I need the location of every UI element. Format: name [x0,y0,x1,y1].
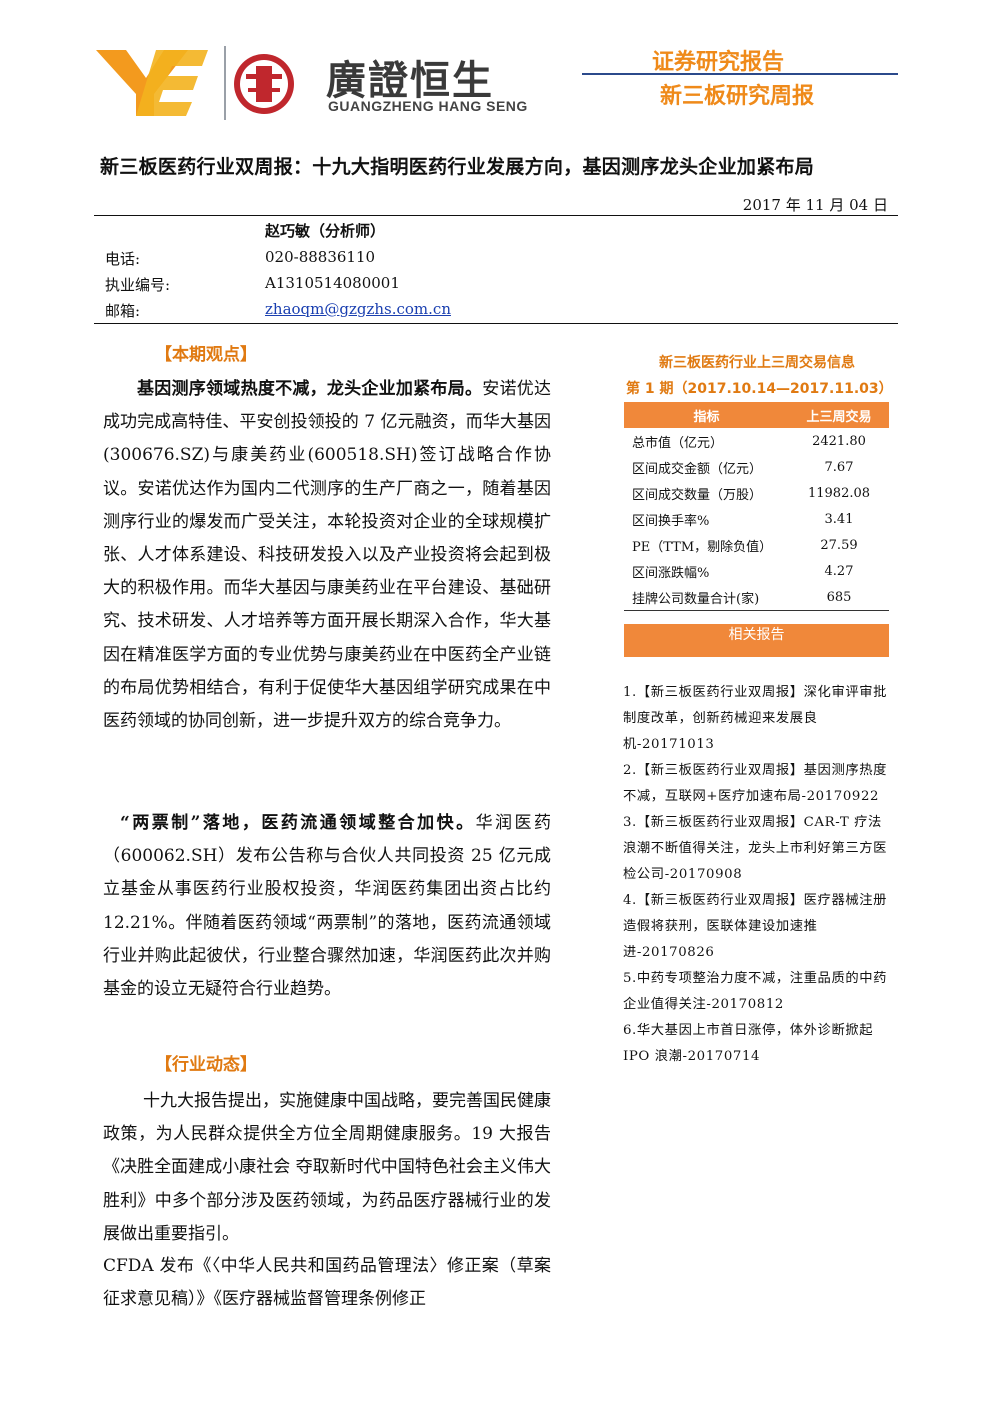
company-logo [96,46,294,120]
table-row: 区间成交数量（万股） 11982.08 [624,480,889,506]
email-link[interactable]: zhaoqm@gzgzhs.com.cn [265,300,451,318]
value-cell: 11982.08 [807,485,871,501]
table-row: 区间成交金额（亿元） 7.67 [624,454,889,480]
metric-cell: 总市值（亿元） [632,435,724,451]
license-label: 执业编号: [105,276,171,294]
views-paragraph-1: 基因测序领域热度不减，龙头企业加紧布局。安诺优达成功完成高特佳、平安创投领投的 … [103,373,551,738]
industry-heading: 【行业动态】 [155,1055,257,1075]
views-heading: 【本期观点】 [155,345,257,365]
related-report-item[interactable]: 5.中药专项整治力度不减，注重品质的中药企业值得关注-20170812 [623,971,888,1012]
related-report-item[interactable]: 2.【新三板医药行业双周报】基因测序热度不减，互联网+医疗加速布局-201709… [623,763,888,804]
phone-label: 电话: [105,250,141,268]
col-metric: 指标 [624,402,789,428]
table-row: 挂牌公司数量合计(家)685 [624,584,889,611]
trading-info-table: 指标 上三周交易 总市值（亿元） 2421.80 区间成交金额（亿元） 7.67 区… [624,402,889,611]
logo-text-en: GUANGZHENG HANG SENG [328,98,528,114]
value-cell: 7.67 [824,459,854,475]
analyst-name: 赵巧敏（分析师） [265,222,386,240]
related-report-item[interactable]: 4.【新三板医药行业双周报】医疗器械注册造假将获刑，医联体建设加速推进-2017… [623,893,888,960]
views-p1-lead: 基因测序领域热度不减，龙头企业加紧布局。 [137,379,483,399]
views-p2-text: 华润医药（600062.SH）发布公告称与合伙人共同投资 25 亿元成立基金从事… [103,813,552,1000]
value-cell: 685 [789,584,889,611]
related-reports-list: 1.【新三板医药行业双周报】深化审评审批制度改革，创新药械迎来发展良机-2017… [623,680,891,1070]
metric-cell: 区间涨跌幅% [632,565,710,581]
value-cell: 2421.80 [812,433,866,449]
views-paragraph-2: “两票制”落地，医药流通领域整合加快。华润医药（600062.SH）发布公告称与… [103,807,551,1006]
metric-cell: 区间成交金额（亿元） [632,461,763,477]
related-reports-heading: 相关报告 [624,624,889,657]
ye-brand-logo [96,50,208,116]
related-report-item[interactable]: 3.【新三板医药行业双周报】CAR-T 疗法浪潮不断值得关注，龙头上市利好第三方… [623,815,888,882]
info-rule [94,323,898,324]
related-report-item[interactable]: 1.【新三板医药行业双周报】深化审评审批制度改革，创新药械迎来发展良机-2017… [623,685,888,752]
logo-text-cn: 廣證恒生 [326,58,494,104]
phone-value: 020-88836110 [265,248,376,266]
industry-paragraph-2: CFDA 发布《〈中华人民共和国药品管理法〉修正案（草案征求意见稿）》《医疗器械… [103,1256,551,1310]
license-value: A1310514080001 [265,274,400,292]
metric-cell: 挂牌公司数量合计(家) [624,584,789,611]
table-row: 区间换手率% 3.41 [624,506,889,532]
table-row: 总市值（亿元） 2421.80 [624,428,889,454]
report-type: 证券研究报告 [652,50,785,75]
value-cell: 27.59 [820,537,858,553]
value-cell: 3.41 [824,511,854,527]
table-period: 第 1 期（2017.10.14—2017.11.03） [626,381,893,397]
metric-cell: 区间换手率% [632,513,710,529]
title-rule [94,215,898,216]
logo-divider [224,46,226,120]
col-value: 上三周交易 [789,402,889,428]
email-label: 邮箱: [105,302,141,320]
report-title: 新三板医药行业双周报：十九大指明医药行业发展方向，基因测序龙头企业加紧布局 [100,156,815,178]
bank-seal-icon [234,54,294,114]
metric-cell: PE（TTM，剔除负值） [632,539,773,555]
table-header-row: 指标 上三周交易 [624,402,889,428]
table-title: 新三板医药行业上三周交易信息 [659,355,855,371]
table-row: PE（TTM，剔除负值） 27.59 [624,532,889,558]
industry-paragraph-1: 十九大报告提出，实施健康中国战略，要完善国民健康政策，为人民群众提供全方位全周期… [103,1091,551,1244]
report-series: 新三板研究周报 [660,84,815,109]
table-row: 区间涨跌幅% 4.27 [624,558,889,584]
views-p2-lead: “两票制”落地，医药流通领域整合加快。 [120,813,476,833]
value-cell: 4.27 [824,563,854,579]
report-date: 2017 年 11 月 04 日 [742,196,888,214]
related-report-item[interactable]: 6.华大基因上市首日涨停，体外诊断掀起 IPO 浪潮-20170714 [623,1023,874,1064]
header-rule [582,73,898,75]
metric-cell: 区间成交数量（万股） [632,487,763,503]
views-p1-text: 安诺优达成功完成高特佳、平安创投领投的 7 亿元融资，而华大基因(300676.… [103,379,552,732]
